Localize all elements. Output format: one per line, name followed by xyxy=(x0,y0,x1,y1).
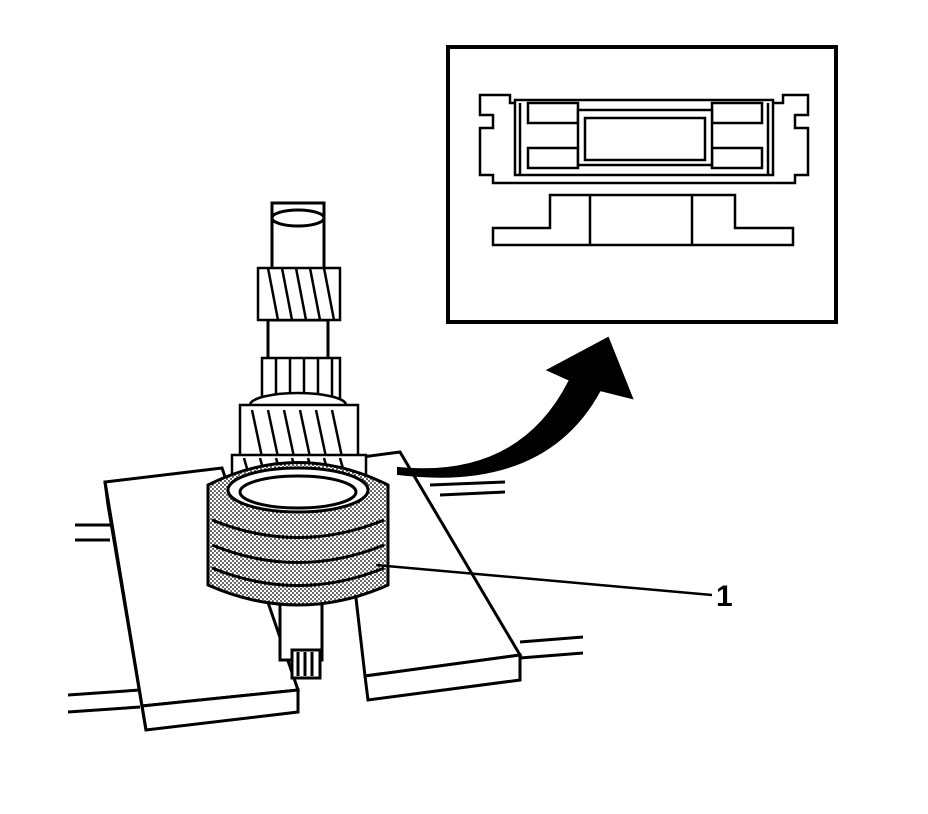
press-rails xyxy=(67,480,584,714)
left-press-plate xyxy=(103,466,301,732)
callout-1-label: 1 xyxy=(716,580,733,613)
upper-helical-gear xyxy=(256,266,342,322)
bearing-stack xyxy=(206,461,390,607)
curved-arrow-icon xyxy=(397,336,634,478)
callout-leader-line xyxy=(375,563,713,597)
detail-inset xyxy=(446,45,838,324)
middle-spur-gear xyxy=(260,356,342,402)
